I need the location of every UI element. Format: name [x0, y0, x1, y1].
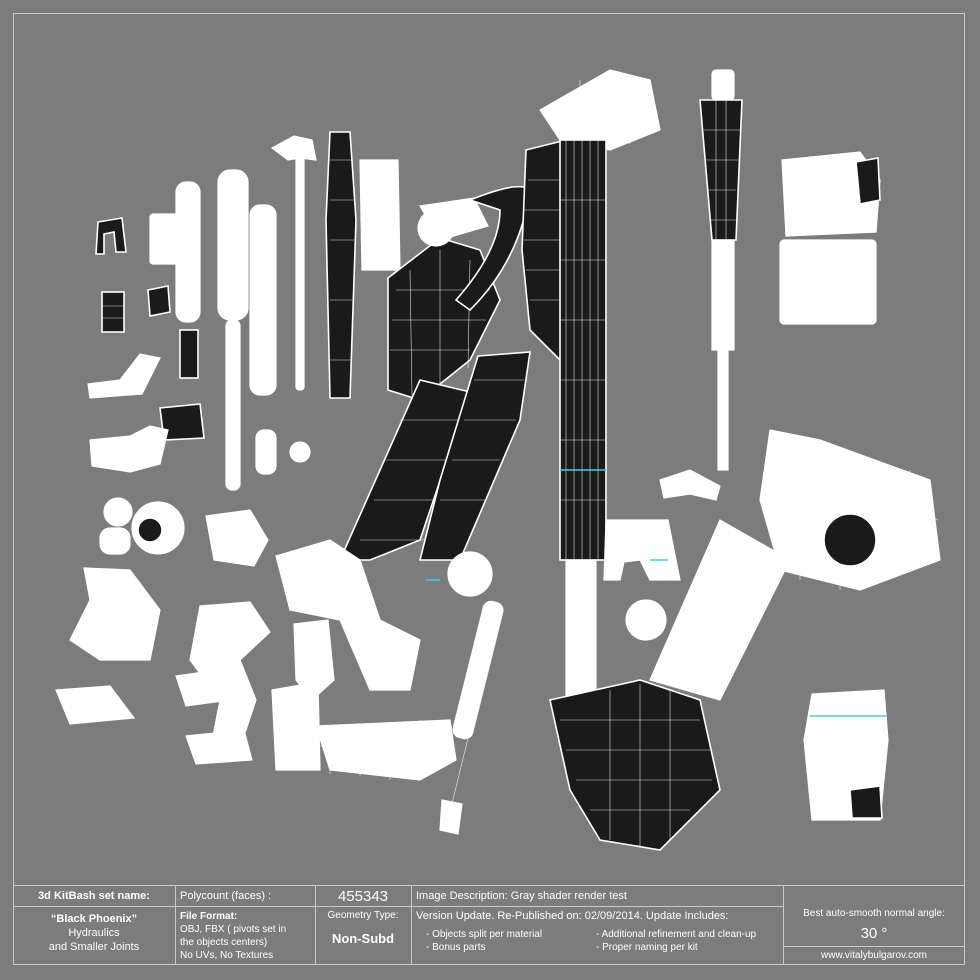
piston-parts: [175, 131, 401, 491]
polycount-value-cell: 455343: [315, 888, 411, 905]
info-panel: 3d KitBash set name: “Black Phoenix” Hyd…: [13, 885, 965, 965]
image-description: Image Description: Gray shader render te…: [416, 890, 627, 902]
website-link[interactable]: www.vitalybulgarov.com: [821, 950, 927, 961]
image-description-cell: Image Description: Gray shader render te…: [416, 890, 778, 902]
set-name-line3: and Smaller Joints: [48, 941, 140, 953]
set-name-label: 3d KitBash set name:: [38, 890, 150, 902]
file-format-line2: the objects centers): [180, 937, 268, 948]
lower-left-joints: [55, 497, 457, 781]
small-bracket-parts: [87, 213, 205, 473]
set-name-cell: “Black Phoenix” Hydraulics and Smaller J…: [13, 912, 175, 954]
smooth-angle-value: 30 °: [860, 925, 888, 942]
central-column: [418, 69, 721, 851]
update-item: Proper naming per kit: [596, 941, 756, 954]
polycount-label-cell: Polycount (faces) :: [180, 890, 310, 902]
update-item: Additional refinement and clean-up: [596, 928, 757, 941]
geometry-value: Non-Subd: [331, 931, 395, 946]
set-name-line2: Hydraulics: [68, 927, 120, 939]
geometry-label: Geometry Type:: [327, 910, 399, 921]
smooth-angle-cell: Best auto-smooth normal angle: 30 °: [783, 908, 965, 942]
smooth-angle-label: Best auto-smooth normal angle:: [803, 908, 945, 919]
cyan-accent-marks: [426, 469, 886, 717]
polycount-label: Polycount (faces) :: [180, 890, 272, 902]
set-name-label-cell: 3d KitBash set name:: [13, 890, 175, 902]
geometry-cell: Geometry Type: Non-Subd: [315, 910, 411, 946]
set-name-line1: “Black Phoenix”: [50, 913, 138, 925]
file-format-label: File Format:: [180, 911, 238, 922]
file-format-line1: OBJ, FBX ( pivots set in: [180, 924, 287, 935]
wireframe-render: [55, 69, 941, 851]
update-list-right: Additional refinement and clean-up Prope…: [596, 928, 757, 954]
update-list-left: Objects split per material Bonus parts: [426, 928, 542, 954]
right-side-parts: [603, 69, 941, 821]
outer-frame: [13, 13, 965, 965]
update-item: Bonus parts: [426, 941, 542, 954]
file-format-line3: No UVs, No Textures: [180, 950, 274, 961]
update-item: Objects split per material: [426, 928, 542, 941]
version-update-cell: Version Update. Re-Published on: 02/09/2…: [416, 910, 780, 953]
polycount-value: 455343: [337, 888, 389, 905]
website-cell: www.vitalybulgarov.com: [783, 950, 965, 961]
version-update: Version Update. Re-Published on: 02/09/2…: [416, 910, 729, 922]
file-format-cell: File Format: OBJ, FBX ( pivots set in th…: [180, 910, 314, 962]
